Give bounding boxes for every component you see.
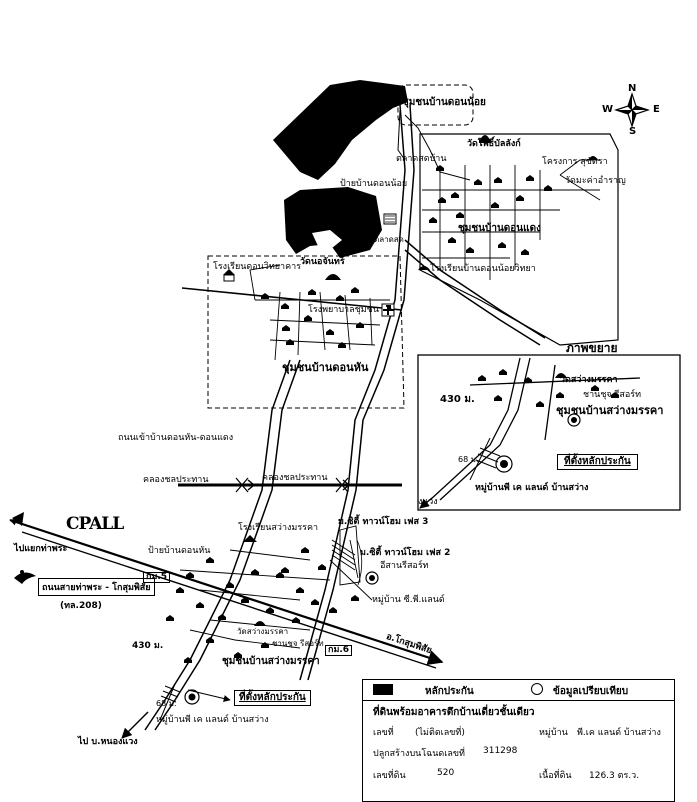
- label-community-don-daeng: ชุมชนบ้านดอนแดง: [458, 223, 541, 234]
- legend-comparison-icon: [531, 683, 543, 695]
- compass-e: E: [653, 104, 660, 115]
- legend-land-no-value: 520: [437, 768, 455, 778]
- legend-no-label: เลขที่: [373, 728, 394, 738]
- label-don-noi-stop: ป้ายบ้านดอนน้อย: [340, 179, 408, 189]
- comparison-marker-isan: [365, 571, 379, 585]
- inset-community: ชุมชนบ้านสว่างมรรคา: [556, 404, 664, 417]
- inset-title: ภาพขยาย: [566, 341, 618, 355]
- boundary-don-noi: [397, 84, 474, 126]
- label-school-sawang: โรงเรียนสว่างมรรคา: [238, 523, 319, 533]
- label-m-city-3: ม.ซิตี้ ทาวน์โฮม เฟส 3: [338, 517, 429, 527]
- inset-site: ที่ตั้งหลักประกัน: [557, 454, 638, 470]
- label-wat-sawang: วัดสว่างมรรคา: [237, 627, 289, 636]
- inset-village: หมู่บ้านพี เค แลนด์ บ้านสว่าง: [475, 483, 589, 493]
- label-canal-left: คลองชลประทาน: [143, 475, 209, 485]
- legend-comparison-label: ข้อมูลเปรียบเทียบ: [553, 686, 629, 697]
- label-community-don-hun: ชุมชนบ้านดอนหัน: [282, 361, 369, 374]
- legend-village-value: พี.เค แลนด์ บ้านสว่าง: [577, 728, 661, 738]
- label-chan-resort: ชานชุจ รีสอร์ท: [272, 639, 324, 648]
- label-project: โครงการ สุขัตรา: [542, 157, 608, 167]
- label-wat-don-chan: วัดนอจันทร์: [300, 257, 345, 267]
- cpall-icon: [14, 572, 36, 584]
- inset-frame: [417, 354, 681, 511]
- label-to-nong-waeng: ไป บ.หนองแวง: [78, 737, 138, 747]
- boundary-don-daeng: [419, 133, 619, 346]
- road-don-hun: [144, 359, 291, 731]
- label-isan-resort: อีสานรีสอร์ท: [380, 561, 429, 571]
- legend-title: ที่ดินพร้อมอาคารตึกบ้านเดี่ยวชั้นเดียว: [373, 707, 535, 718]
- label-village-cp: หมู่บ้าน ซี.พี.แลนด์: [372, 595, 445, 605]
- label-community-sawang: ชุมชนบ้านสว่างมรรคา: [222, 656, 320, 667]
- label-school-don-noi: โรงเรียนบ้านดอนน้อยวิทยา: [430, 264, 536, 274]
- label-m-city-2: ม.ซิตี้ ทาวน์โฮม เฟส 2: [360, 548, 451, 558]
- legend-collateral-label: หลักประกัน: [425, 686, 474, 697]
- label-hospital: โรงพยาบาลชุมชน: [308, 305, 379, 315]
- temple-phrom: [480, 135, 490, 140]
- compass-n: N: [628, 83, 637, 94]
- legend-header-row: หลักประกัน ข้อมูลเปรียบเทียบ: [363, 680, 674, 701]
- compass-rose: [614, 92, 650, 128]
- label-don-hun-stop: ป้ายบ้านดอนหัน: [148, 546, 211, 556]
- label-to-tha-phra: ไปแยกท่าพระ: [14, 544, 68, 554]
- inset-resort: ชานชุจ รีสอร์ท: [583, 390, 642, 400]
- highway-208: [9, 518, 444, 665]
- label-community-don-noi: ชุมชนบ้านดอนน้อย: [402, 97, 486, 108]
- road-north-south: [299, 104, 406, 681]
- legend-area-label: เนื้อที่ดิน: [539, 771, 572, 781]
- comparison-marker-main: [184, 689, 200, 705]
- lake-middle: [284, 187, 382, 258]
- cpall-logo: CPALL: [66, 514, 124, 534]
- label-talad-don-noi: ตลาดสดบ้าน: [396, 154, 447, 164]
- label-collateral-site: ที่ตั้งหลักประกัน: [234, 690, 311, 706]
- legend-deed-label: ปลูกสร้างบนโฉนดเลขที่: [373, 749, 465, 759]
- legend-village-label: หมู่บ้าน: [539, 728, 568, 738]
- legend-land-no-label: เลขที่ดิน: [373, 771, 406, 781]
- legend-no-value: (ไม่ติดเลขที่): [415, 728, 465, 738]
- legend-deed-value: 311298: [483, 746, 518, 756]
- legend-box: หลักประกัน ข้อมูลเปรียบเทียบ ที่ดินพร้อม…: [362, 679, 675, 802]
- legend-area-value: 126.3 ตร.ว.: [589, 771, 640, 781]
- lake-north: [273, 80, 408, 180]
- label-canal-right: คลองชลประทาน: [262, 473, 328, 483]
- inset-to: งแวง: [418, 497, 438, 507]
- label-talad-sot: ตลาดสด: [374, 235, 404, 244]
- inset-m68: 68 ม.: [458, 455, 479, 464]
- label-m68: 68 ม.: [156, 699, 177, 708]
- inset-wat: วัดสว่างมรรคา: [560, 375, 618, 385]
- label-road-don-hun: ถนนเข้าบ้านดอนหัน-ดอนแดง: [118, 433, 234, 443]
- legend-collateral-swatch: [373, 684, 393, 695]
- label-village-pk: หมู่บ้านพี เค แลนด์ บ้านสว่าง: [156, 715, 269, 725]
- label-road-no: (ทล.208): [60, 601, 102, 611]
- label-km6: กม.6: [325, 645, 353, 656]
- boundary-don-hun: [207, 255, 405, 409]
- label-school-don-wittaya: โรงเรียนดอนวิทยาคาร: [213, 262, 302, 272]
- highway-sign: ถนนสายท่าพระ - โกสุมพิสัย: [38, 578, 155, 596]
- label-wat-phrom: วัดโพธิ์บัลลังก์: [467, 139, 521, 149]
- label-wat-chompu: วัดมะค่าอำราญ: [565, 176, 626, 186]
- inset-km: 430 ม.: [440, 394, 475, 405]
- compass-s: S: [629, 126, 637, 137]
- label-km5: กม.5: [143, 572, 171, 583]
- label-km430: 430 ม.: [132, 641, 164, 651]
- compass-w: W: [602, 104, 614, 115]
